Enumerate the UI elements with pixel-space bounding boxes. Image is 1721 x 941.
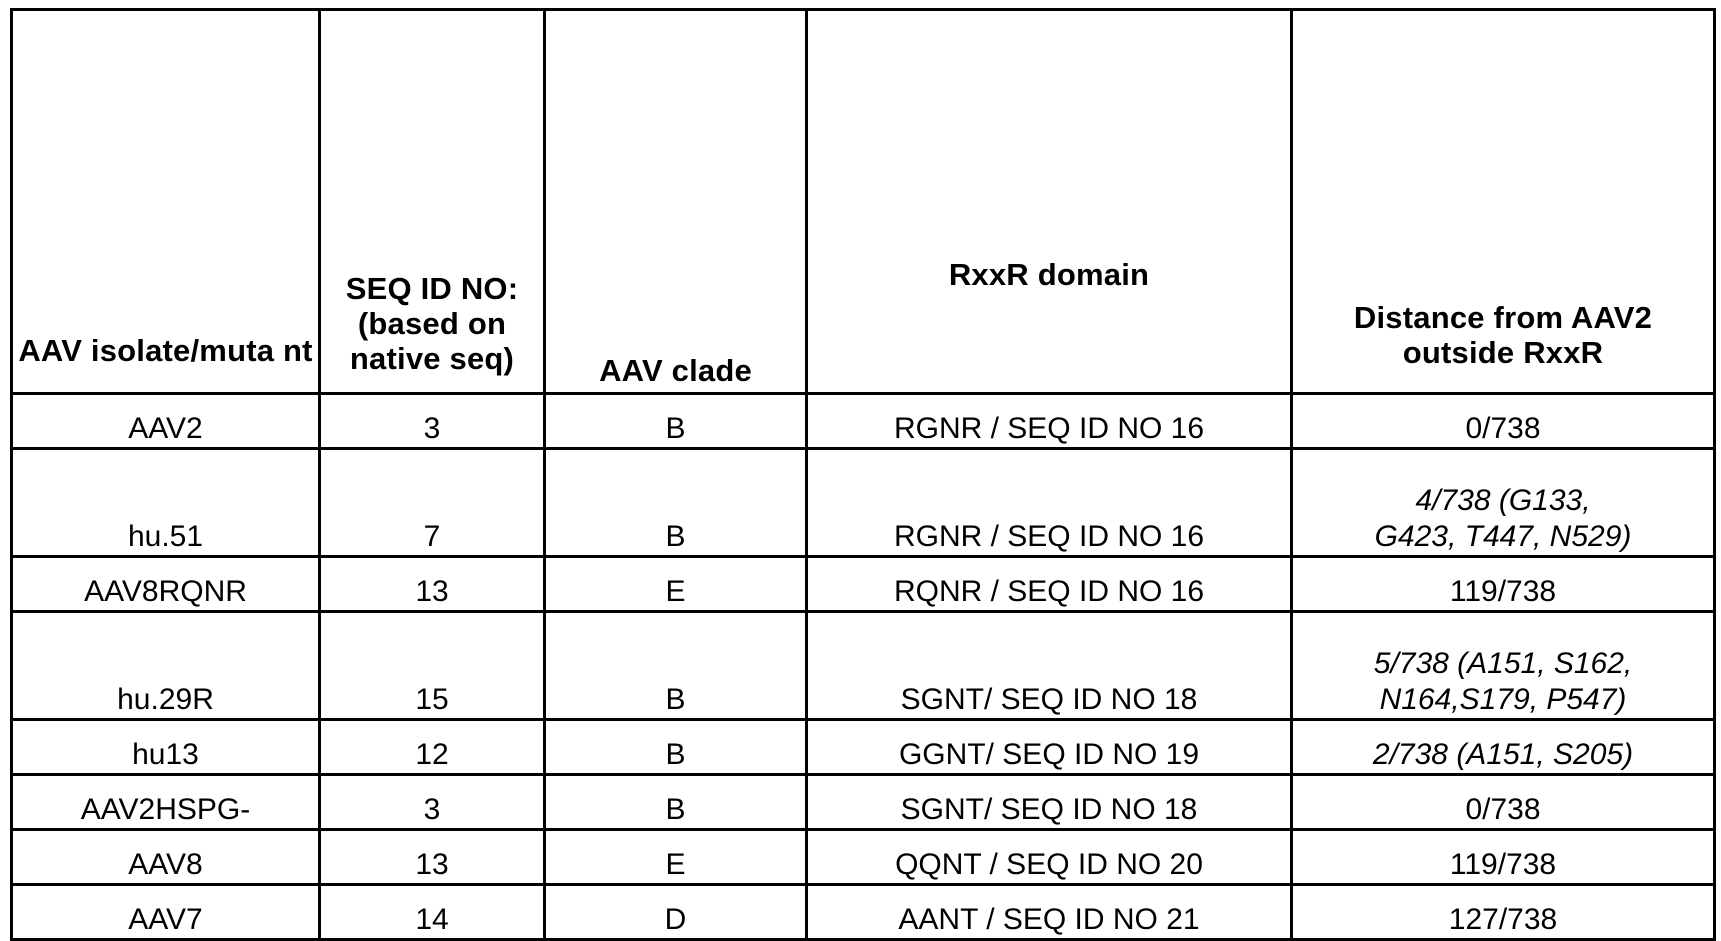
cell-isolate: AAV8	[10, 828, 321, 886]
cell-rxxr: QQNT / SEQ ID NO 20	[805, 828, 1293, 886]
aav-isolate-table: AAV isolate/muta nt SEQ ID NO: (based on…	[10, 8, 1716, 941]
cell-seq-id: 13	[318, 828, 546, 886]
cell-seq-id: 12	[318, 718, 546, 776]
cell-seq-id: 3	[318, 392, 546, 450]
cell-seq-id: 3	[318, 773, 546, 831]
cell-isolate: hu.29R	[10, 610, 321, 721]
column-header-isolate: AAV isolate/muta nt	[10, 8, 321, 395]
cell-distance: 4/738 (G133, G423, T447, N529)	[1290, 447, 1716, 558]
cell-rxxr: SGNT/ SEQ ID NO 18	[805, 610, 1293, 721]
cell-rxxr: GGNT/ SEQ ID NO 19	[805, 718, 1293, 776]
cell-clade: E	[543, 828, 808, 886]
column-header-rxxr-domain: RxxR domain	[805, 8, 1293, 395]
cell-distance: 2/738 (A151, S205)	[1290, 718, 1716, 776]
cell-rxxr: AANT / SEQ ID NO 21	[805, 883, 1293, 941]
cell-isolate: AAV7	[10, 883, 321, 941]
page-root: AAV isolate/muta nt SEQ ID NO: (based on…	[0, 8, 1721, 941]
cell-distance: 127/738	[1290, 883, 1716, 941]
column-header-clade: AAV clade	[543, 8, 808, 395]
cell-seq-id: 7	[318, 447, 546, 558]
cell-clade: B	[543, 447, 808, 558]
cell-distance: 119/738	[1290, 555, 1716, 613]
cell-seq-id: 14	[318, 883, 546, 941]
cell-distance: 0/738	[1290, 392, 1716, 450]
cell-distance: 5/738 (A151, S162, N164,S179, P547)	[1290, 610, 1716, 721]
cell-clade: D	[543, 883, 808, 941]
cell-rxxr: RQNR / SEQ ID NO 16	[805, 555, 1293, 613]
cell-isolate: AAV2HSPG-	[10, 773, 321, 831]
cell-clade: B	[543, 392, 808, 450]
cell-rxxr: RGNR / SEQ ID NO 16	[805, 392, 1293, 450]
cell-isolate: AAV2	[10, 392, 321, 450]
cell-rxxr: RGNR / SEQ ID NO 16	[805, 447, 1293, 558]
cell-isolate: hu.51	[10, 447, 321, 558]
column-header-distance: Distance from AAV2 outside RxxR	[1290, 8, 1716, 395]
cell-clade: B	[543, 718, 808, 776]
cell-isolate: AAV8RQNR	[10, 555, 321, 613]
cell-clade: B	[543, 610, 808, 721]
table-header-row: AAV isolate/muta nt SEQ ID NO: (based on…	[10, 8, 1716, 395]
cell-distance: 119/738	[1290, 828, 1716, 886]
cell-seq-id: 15	[318, 610, 546, 721]
cell-isolate: hu13	[10, 718, 321, 776]
column-header-seq-id: SEQ ID NO: (based on native seq)	[318, 8, 546, 395]
cell-seq-id: 13	[318, 555, 546, 613]
cell-clade: B	[543, 773, 808, 831]
table-header: AAV isolate/muta nt SEQ ID NO: (based on…	[10, 8, 1716, 395]
cell-distance: 0/738	[1290, 773, 1716, 831]
cell-clade: E	[543, 555, 808, 613]
cell-rxxr: SGNT/ SEQ ID NO 18	[805, 773, 1293, 831]
